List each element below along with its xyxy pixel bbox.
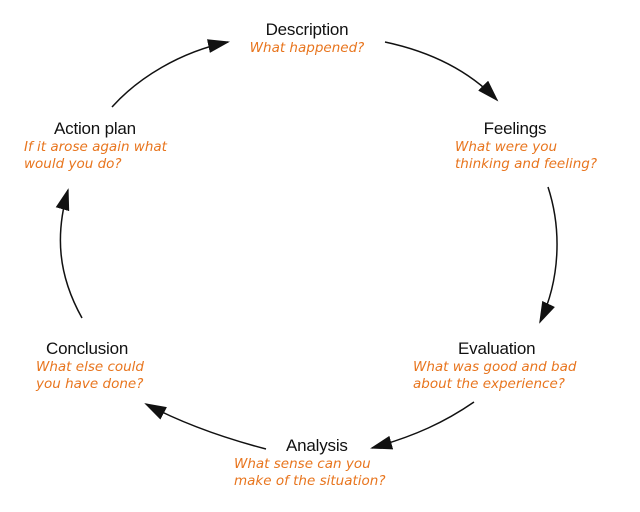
stage-action-plan: Action plan If it arose again what would… <box>24 119 214 173</box>
stage-conclusion: Conclusion What else could you have done… <box>36 339 206 393</box>
stage-evaluation: Evaluation What was good and bad about t… <box>413 339 613 393</box>
arrow-description-to-feelings <box>384 41 499 102</box>
stage-title: Conclusion <box>46 339 129 358</box>
arrow-feelings-to-evaluation <box>539 186 558 324</box>
arrow-conclusion-to-action-plan <box>55 188 83 319</box>
stage-question: What else could you have done? <box>36 359 145 392</box>
arrow-analysis-to-conclusion <box>144 403 267 450</box>
stage-question: What was good and bad about the experien… <box>413 359 577 392</box>
stage-title: Feelings <box>483 119 547 138</box>
stage-description: Description What happened? <box>207 20 407 57</box>
stage-title: Action plan <box>54 119 136 138</box>
stage-title: Analysis <box>286 436 348 455</box>
stage-title: Evaluation <box>458 339 536 358</box>
stage-question: What sense can you make of the situation… <box>234 456 386 489</box>
arrow-action-plan-to-description <box>111 39 230 108</box>
stage-question: What happened? <box>249 40 365 56</box>
stage-feelings: Feelings What were you thinking and feel… <box>455 119 635 173</box>
stage-title: Description <box>265 20 349 39</box>
stage-analysis: Analysis What sense can you make of the … <box>234 436 434 490</box>
stage-question: If it arose again what would you do? <box>24 139 167 172</box>
arrow-evaluation-to-analysis <box>370 401 475 450</box>
stage-question: What were you thinking and feeling? <box>455 139 597 172</box>
